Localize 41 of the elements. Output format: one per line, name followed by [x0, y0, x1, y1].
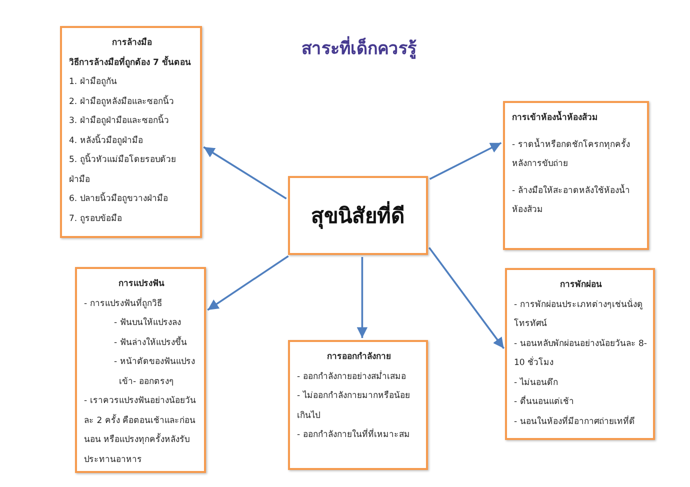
- list-item: 5. ถูนิ้วหัวแม่มือโดยรอบด้วยฝ่ามือ: [69, 152, 177, 186]
- list-item: - ออกกำลังกายอย่างสม่ำเสมอ: [297, 369, 407, 384]
- arrow: [428, 247, 505, 349]
- list-item: - ไม่ออกกำลังกายมากหรือน้อยเกินไป: [297, 389, 411, 422]
- topic-box: [505, 268, 655, 440]
- topic-box: [503, 101, 649, 250]
- topic-box: [288, 340, 428, 470]
- topic-box: [75, 267, 206, 473]
- arrow: [203, 146, 287, 200]
- hub-text: สุขนิสัยที่ดี: [311, 202, 405, 230]
- hub-box: [288, 176, 428, 255]
- list-item: - ไม่นอนดึก: [514, 376, 559, 390]
- heading-text: การล้างมือ: [111, 36, 153, 50]
- list-item: - ฟันล่างให้แปรงขึ้น: [113, 335, 188, 350]
- heading-text: การแปรงฟัน: [118, 278, 166, 291]
- list-item: - ตื่นนอนแต่เช้า: [514, 394, 575, 409]
- arrow: [207, 255, 289, 311]
- list-item: - การแปรงฟันที่ถูกวิธี: [84, 296, 163, 310]
- list-item: 6. ปลายนิ้วมือถูขวางฝ่ามือ: [69, 191, 169, 206]
- list-item: - นอนในห้องที่มีอากาศถ่ายเทที่ดี: [514, 414, 636, 428]
- heading-text: การเข้าห้องน้ำห้องส้วม: [512, 109, 642, 128]
- list-item: 4. หลังนิ้วมือถูฝ่ามือ: [69, 133, 144, 148]
- list-item: 2. ฝ่ามือถูหลังมือและซอกนิ้ว: [69, 94, 175, 108]
- list-item: - ราดน้ำหรือกดชักโครกทุกครั้งหลังการขับถ่าย: [512, 137, 631, 171]
- list-item: - การพักผ่อนประเภทต่างๆเช่นนั่งดูโทรทัศน์: [514, 297, 644, 331]
- list-item: - ฟันบนให้แปรงลง: [113, 316, 182, 330]
- page-title: สาระที่เด็กควรรู้: [302, 38, 416, 60]
- list-item: - เราควรแปรงฟันอย่างน้อยวันละ 2 ครั้ง คือตอนเช้าและก่อนนอน หรือแปรงทุกครั้งหลังรับประทานอาหาร: [84, 395, 197, 466]
- list-item: 1. ฝ่ามือถูกัน: [69, 76, 118, 89]
- arrow: [356, 257, 368, 338]
- list-item: - ออกกำลังกายในที่ที่เหมาะสม: [297, 427, 411, 442]
- arrow: [429, 142, 502, 180]
- list-item: 3. ฝ่ามือถูฝ่ามือและซอกนิ้ว: [69, 113, 170, 128]
- heading-text: การพักผ่อน: [559, 279, 603, 292]
- list-item: - หน้าตัดของฟันแปรงเข้า- ออกตรงๆ: [113, 356, 196, 388]
- list-item: - นอนหลับพักผ่อนอย่างน้อยวันละ 8-10 ชั่วโมง: [514, 338, 648, 370]
- list-item: 7. ถูรอบข้อมือ: [69, 212, 123, 226]
- heading-text: การออกกำลังกาย: [326, 350, 392, 364]
- subheading-text: วิธีการล้างมือที่ถูกต้อง 7 ขั้นตอน: [69, 54, 192, 70]
- topic-box: [60, 26, 202, 238]
- list-item: - ล้างมือให้สะอาดหลังใช้ห้องน้ำห้องส้วม: [512, 183, 631, 217]
